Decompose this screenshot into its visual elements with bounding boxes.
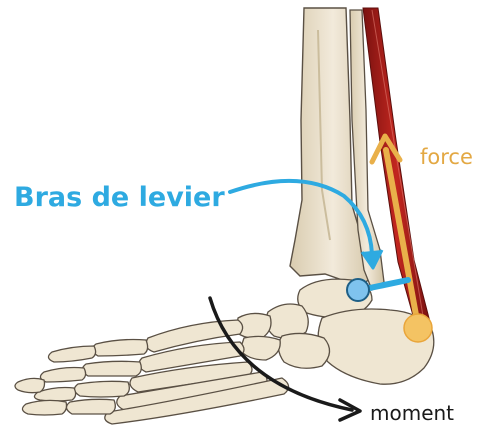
phalanx-bone [15, 378, 45, 392]
joint-center [347, 279, 369, 301]
force-label: force [420, 145, 473, 169]
phalanx-bone [82, 361, 141, 376]
phalanx-bone [48, 346, 95, 362]
phalanx-bone [22, 400, 66, 415]
cuboid-bone [278, 333, 329, 368]
phalanx-bone [74, 381, 129, 397]
moment-label: moment [370, 401, 454, 425]
phalanx-bone [66, 399, 115, 414]
phalanx-bone [40, 368, 85, 383]
lever-arm-label: Bras de levier [14, 182, 225, 213]
cuneiform-bone [240, 336, 280, 360]
phalanx-bone [92, 340, 147, 357]
force-application-point [404, 314, 432, 342]
